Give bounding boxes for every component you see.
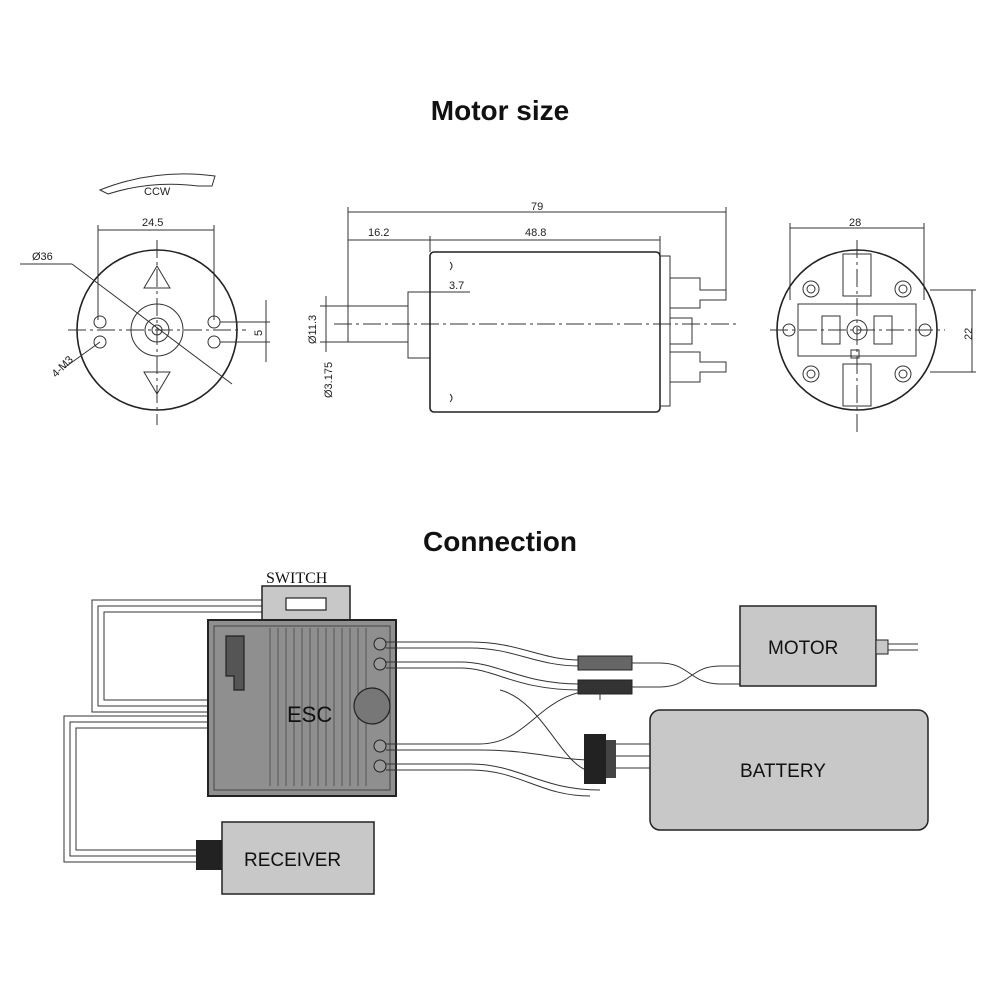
side-total-label: 79	[531, 201, 543, 213]
top-triangle-icon	[143, 265, 171, 289]
switch-label: SWITCH	[266, 570, 328, 587]
side-body	[429, 251, 661, 413]
mount-hole	[93, 315, 107, 329]
battery-connector	[584, 734, 606, 784]
side-boss-dia-label: Ø11.3	[307, 315, 319, 344]
motor-box	[739, 605, 877, 687]
side-view: 79 16.2 48.8 3.7 Ø11.3 Ø3.175	[307, 201, 740, 413]
motor-size-title: Motor size	[430, 95, 570, 126]
side-boss-label: 3.7	[449, 280, 464, 292]
receiver-connector	[196, 840, 222, 870]
esc-capacitor	[353, 687, 391, 725]
connection-title: Connection	[423, 526, 577, 557]
esc-label-slot	[225, 635, 245, 691]
side-body-label: 48.8	[525, 227, 546, 239]
rear-height-label: 22	[963, 328, 975, 340]
battery-box	[649, 709, 929, 831]
esc-label: ESC	[287, 702, 332, 727]
rear-view: 28 22	[770, 217, 976, 434]
front-width-label: 24.5	[142, 217, 163, 229]
front-holes-label: 4-M3	[50, 354, 76, 380]
receiver-label: RECEIVER	[244, 850, 341, 871]
connection-diagram: SWITCH ESC	[63, 570, 929, 895]
motor-connector	[577, 655, 633, 671]
front-diameter-label: Ø36	[32, 251, 53, 263]
side-shaft-label: 16.2	[368, 227, 389, 239]
bottom-triangle-icon	[143, 371, 171, 395]
battery-label: BATTERY	[740, 761, 826, 782]
motor-label: MOTOR	[768, 638, 838, 659]
rear-width-label: 28	[849, 217, 861, 229]
esc-terminal	[373, 637, 387, 651]
ccw-arrow-icon	[98, 173, 216, 195]
switch-slider	[285, 597, 327, 611]
front-view: CCW 24.5 Ø36 4-M3 5	[20, 173, 270, 425]
side-shaft-dia-label: Ø3.175	[323, 362, 335, 398]
side-boss	[407, 291, 431, 359]
ccw-label: CCW	[144, 186, 171, 198]
receiver-box	[221, 821, 375, 895]
front-spacing-label: 5	[253, 330, 265, 336]
